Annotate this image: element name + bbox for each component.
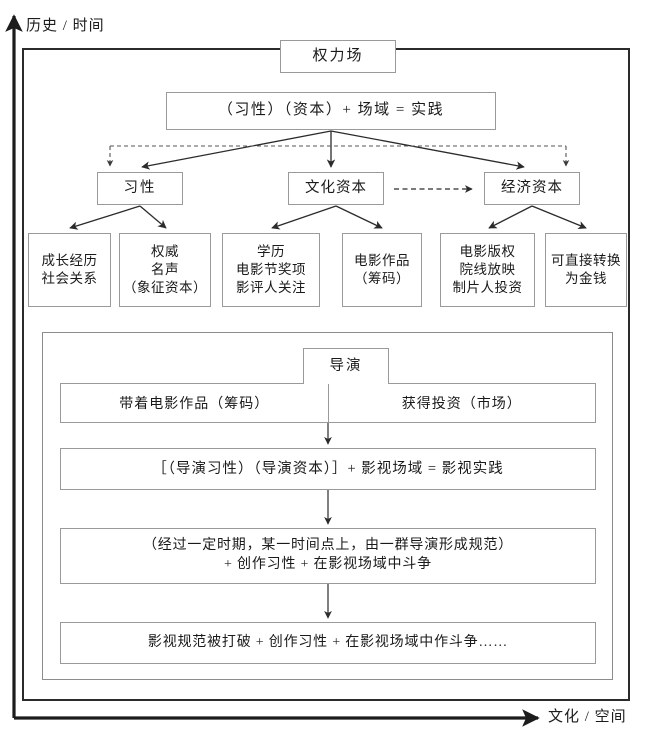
economic-to-leaves-arrows bbox=[488, 205, 587, 230]
line: 电影版权 bbox=[459, 243, 516, 259]
line: 名声 bbox=[151, 261, 179, 277]
line: 成长经历 bbox=[41, 252, 98, 268]
habitus-to-leaves-arrows bbox=[69, 205, 167, 230]
line: （筹码） bbox=[354, 271, 410, 286]
box-main-formula: （习性）（资本）+ 场域 = 实践 bbox=[166, 92, 496, 130]
box-norm-broken: 影视规范被打破 + 创作习性 + 在影视场域中作斗争…… bbox=[60, 622, 596, 664]
box-growth-experience: 成长经历 社会关系 bbox=[28, 233, 111, 307]
line: 电影作品 bbox=[354, 252, 410, 268]
y-axis-label: 历史 / 时间 bbox=[26, 18, 105, 34]
box-power-field: 权力场 bbox=[280, 40, 396, 73]
director-panel-frame bbox=[42, 332, 613, 680]
cultural-to-leaves-arrows bbox=[271, 205, 383, 230]
line: + 创作习性 + 在影视场域中斗争 bbox=[224, 557, 432, 572]
box-economic-capital: 经济资本 bbox=[484, 172, 580, 205]
box-habitus: 习性 bbox=[97, 172, 183, 205]
line: 影评人关注 bbox=[236, 280, 306, 296]
cell-obtain-investment: 获得投资（市场） bbox=[401, 397, 522, 412]
box-convertible-to-money: 可直接转换 为金钱 bbox=[545, 233, 627, 307]
line: 社会关系 bbox=[41, 271, 98, 286]
box-film-work-chips: 电影作品 （筹码） bbox=[342, 233, 422, 307]
box-director: 导演 bbox=[303, 348, 389, 384]
line: 院线放映 bbox=[459, 261, 516, 277]
formula-to-capitals-arrows bbox=[141, 130, 525, 170]
line: 制片人投资 bbox=[452, 280, 523, 296]
box-credentials-awards: 学历 电影节奖项 影评人关注 bbox=[222, 233, 320, 307]
line: 可直接转换 bbox=[551, 252, 621, 268]
line: 电影节奖项 bbox=[236, 261, 306, 277]
cell-bring-film-work: 带着电影作品（筹码） bbox=[61, 384, 329, 422]
dashed-feedback-connector bbox=[106, 145, 570, 167]
x-axis-label: 文化 / 空间 bbox=[548, 709, 627, 725]
line: （象征资本） bbox=[123, 280, 207, 296]
box-copyright-distribution: 电影版权 院线放映 制片人投资 bbox=[440, 233, 535, 307]
box-cultural-capital: 文化资本 bbox=[288, 172, 384, 205]
director-split-row: 带着电影作品（筹码） 获得投资（市场） bbox=[60, 383, 596, 423]
box-director-practice-formula: ［（导演习性）（导演资本）］+ 影视场域 = 影视实践 bbox=[60, 448, 596, 490]
line: 为金钱 bbox=[565, 271, 607, 286]
line: 权威 bbox=[151, 243, 179, 259]
box-norm-formation: （经过一定时期，某一时间点上，由一群导演形成规范） + 创作习性 + 在影视场域… bbox=[60, 528, 596, 584]
line: （经过一定时期，某一时间点上，由一群导演形成规范） bbox=[143, 538, 513, 554]
line: 学历 bbox=[257, 243, 285, 259]
box-prestige-symbolic-capital: 权威 名声 （象征资本） bbox=[119, 233, 211, 307]
